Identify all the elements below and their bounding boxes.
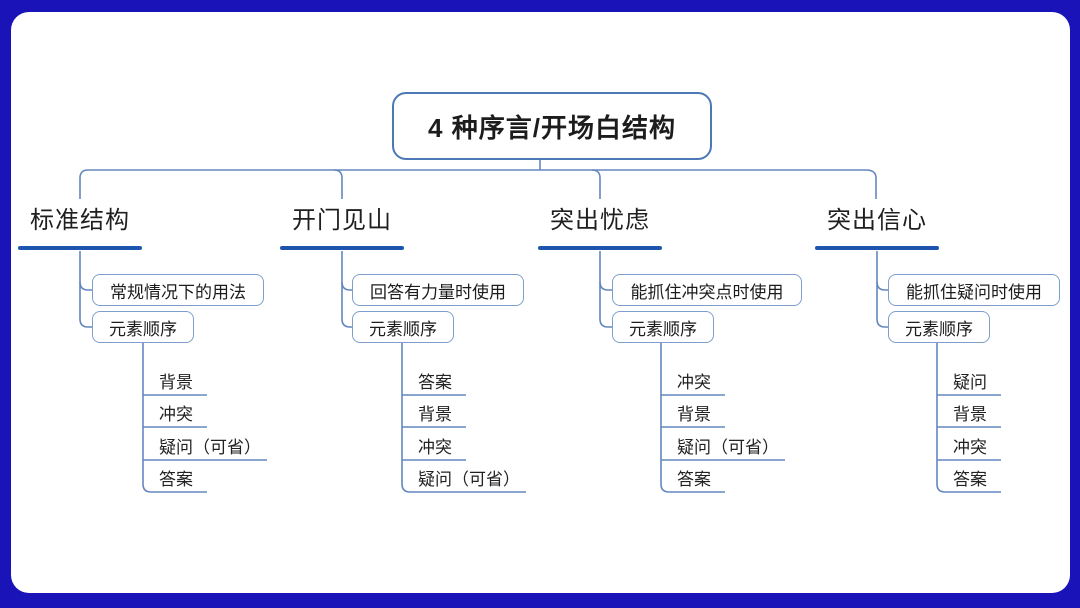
branch-3-leaf: 冲突 bbox=[677, 373, 711, 392]
branch-1-leaf: 冲突 bbox=[159, 405, 193, 424]
branch-4-leaf: 冲突 bbox=[953, 438, 987, 457]
branch-1-underline bbox=[18, 246, 142, 250]
branch-3-leaf: 疑问（可省） bbox=[677, 438, 779, 457]
branch-2-child-node: 回答有力量时使用 bbox=[352, 274, 524, 306]
branch-1-label: 标准结构 bbox=[30, 207, 130, 234]
branch-4-child-node: 元素顺序 bbox=[888, 311, 990, 343]
branch-2-leaf: 冲突 bbox=[418, 438, 452, 457]
branch-3-child-node: 元素顺序 bbox=[612, 311, 714, 343]
branch-4-leaf: 疑问 bbox=[953, 373, 987, 392]
branch-2-leaf: 答案 bbox=[418, 373, 452, 392]
branch-3-underline bbox=[538, 246, 662, 250]
branch-4-leaf: 背景 bbox=[953, 405, 987, 424]
branch-3-label: 突出忧虑 bbox=[550, 207, 650, 234]
branch-1-leaf: 疑问（可省） bbox=[159, 438, 261, 457]
branch-3-leaf: 背景 bbox=[677, 405, 711, 424]
branch-1-leaf: 答案 bbox=[159, 470, 193, 489]
branch-4-label: 突出信心 bbox=[827, 207, 927, 234]
branch-2-underline bbox=[280, 246, 404, 250]
branch-2-leaf: 背景 bbox=[418, 405, 452, 424]
branch-2-label: 开门见山 bbox=[292, 207, 392, 234]
branch-2-child-node: 元素顺序 bbox=[352, 311, 454, 343]
branch-3-child-node: 能抓住冲突点时使用 bbox=[612, 274, 802, 306]
branch-4-child-node: 能抓住疑问时使用 bbox=[888, 274, 1060, 306]
root-node-label: 4 种序言/开场白结构 bbox=[428, 112, 676, 143]
branch-4-leaf: 答案 bbox=[953, 470, 987, 489]
branch-1-child-node: 常规情况下的用法 bbox=[92, 274, 264, 306]
branch-2-leaf: 疑问（可省） bbox=[418, 470, 520, 489]
branch-3-leaf: 答案 bbox=[677, 470, 711, 489]
root-node: 4 种序言/开场白结构 bbox=[392, 92, 712, 160]
branch-4-underline bbox=[815, 246, 939, 250]
branch-1-child-node: 元素顺序 bbox=[92, 311, 194, 343]
branch-1-leaf: 背景 bbox=[159, 373, 193, 392]
